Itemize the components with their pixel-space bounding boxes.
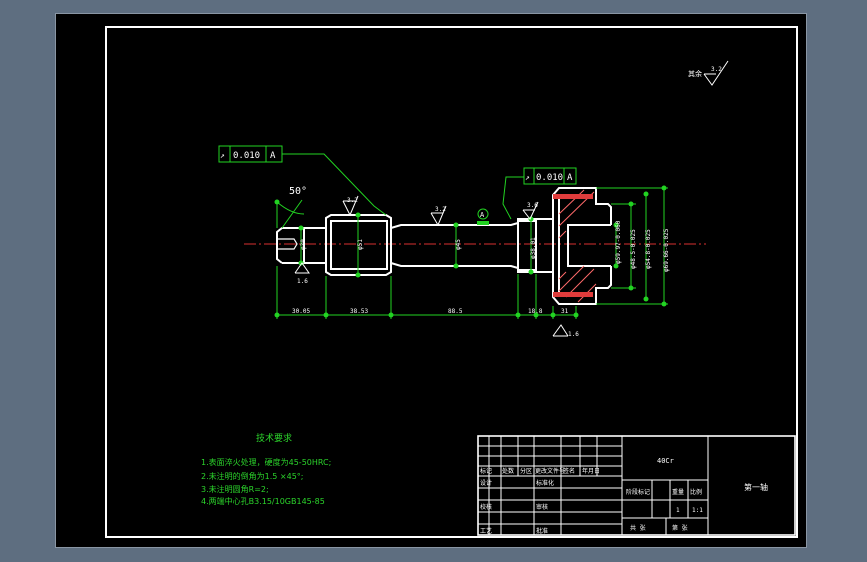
hdr-sign: 签名 xyxy=(563,467,575,475)
cad-viewport[interactable]: A ↗ 0.010 A ↗ 0.010 A 50° 3.2 3.2 3.6 1.… xyxy=(55,13,807,548)
len-3: 88.5 xyxy=(448,308,463,315)
title-block xyxy=(477,435,796,536)
dia-3: φ45 xyxy=(455,239,462,250)
section-hatch xyxy=(553,189,597,303)
shaft-outline xyxy=(276,187,612,305)
note-4: 4.两端中心孔B3.15/10GB145-85 xyxy=(201,496,325,506)
ra-1: 3.2 xyxy=(347,197,358,204)
hdr-doc: 更改文件号 xyxy=(535,467,565,475)
tol-right-symbol: ↗ xyxy=(525,173,530,182)
hdr-zone: 分区 xyxy=(520,467,532,475)
dimension-lines xyxy=(276,153,668,319)
sheet-outer-border xyxy=(105,26,798,538)
roughness-symbol-label: 其余 xyxy=(688,69,702,78)
lbl-standard: 标准化 xyxy=(536,479,554,487)
length-labels: 30.05 38.53 88.5 18.8 31 xyxy=(292,308,569,315)
lbl-sheet-no: 第 张 xyxy=(672,524,688,532)
note-1: 1.表面淬火处理，硬度为45-50HRC; xyxy=(201,457,331,467)
tol-left-value: 0.010 xyxy=(233,151,260,161)
hdr-date: 年月日 xyxy=(582,467,600,475)
roughness-values: 3.2 3.2 3.6 1.6 1.6 3.2 xyxy=(297,66,722,338)
technical-notes: 技术要求 1.表面淬火处理，硬度为45-50HRC; 2.未注明的倒角为1.5 … xyxy=(201,432,331,506)
lbl-craft: 工艺 xyxy=(480,527,492,535)
tolerance-frame-right: ↗ 0.010 A xyxy=(523,167,577,185)
ra-3: 3.6 xyxy=(527,202,538,209)
ra-2: 3.2 xyxy=(435,206,446,213)
note-3: 3.未注明圆角R=2; xyxy=(201,484,269,494)
dimension-dots xyxy=(274,185,667,318)
datum-a-marker: A xyxy=(477,208,489,225)
tol-right-datum: A xyxy=(567,173,573,183)
tol-left-datum: A xyxy=(270,151,276,161)
material-label: 40Cr xyxy=(657,457,674,465)
lbl-sheet-total: 共 张 xyxy=(630,524,646,532)
title-block-text: 标记 处数 分区 更改文件号 签名 年月日 设计 标准化 校核 审核 工艺 批准… xyxy=(480,467,703,535)
tolerance-frame-left: ↗ 0.010 A xyxy=(218,145,283,163)
engineering-drawing: A ↗ 0.010 A ↗ 0.010 A 50° 3.2 3.2 3.6 1.… xyxy=(105,26,798,538)
dia-2: φ51 xyxy=(357,239,364,250)
center-hole xyxy=(277,238,298,250)
lbl-designer: 设计 xyxy=(480,479,492,487)
dia-5: φ59.97-0.060 xyxy=(615,220,622,264)
dia-8: φ69.66-0.025 xyxy=(663,228,670,272)
ra-6: 3.2 xyxy=(711,66,722,73)
dia-7: φ54.8-0.025 xyxy=(645,229,652,269)
hdr-mark: 标记 xyxy=(480,467,492,475)
len-1: 30.05 xyxy=(292,308,310,315)
notes-title: 技术要求 xyxy=(256,432,292,444)
lbl-stage: 阶段标记 xyxy=(626,488,650,496)
dia-4: φ38.01 xyxy=(530,237,537,259)
diameter-labels: φ30 φ51 φ45 φ38.01 φ59.97-0.060 φ48.5-0.… xyxy=(300,220,670,272)
val-quantity: 1 xyxy=(676,507,680,514)
note-2: 2.未注明的倒角为1.5 ×45°; xyxy=(201,471,303,481)
hdr-count: 处数 xyxy=(502,467,514,475)
part-name-label: 第一轴 xyxy=(744,482,768,492)
lbl-checker: 校核 xyxy=(480,503,492,511)
roughness-symbols xyxy=(294,60,729,337)
lbl-approve: 批准 xyxy=(536,527,548,535)
len-2: 38.53 xyxy=(350,308,368,315)
val-scale: 1:1 xyxy=(692,507,703,514)
dia-1: φ30 xyxy=(300,239,307,250)
tol-left-symbol: ↗ xyxy=(220,151,225,160)
lbl-reviewer: 审核 xyxy=(536,503,548,511)
lbl-weight: 重量 xyxy=(672,488,684,496)
len-5: 31 xyxy=(561,308,569,315)
ra-5: 1.6 xyxy=(568,331,579,338)
lbl-scale: 比例 xyxy=(690,488,702,496)
tol-right-value: 0.010 xyxy=(536,173,563,183)
datum-a-label: A xyxy=(480,211,485,219)
dia-6: φ48.5-0.025 xyxy=(630,229,637,269)
ra-4: 1.6 xyxy=(297,278,308,285)
len-4: 18.8 xyxy=(528,308,543,315)
chamfer-angle-label: 50° xyxy=(289,186,307,197)
